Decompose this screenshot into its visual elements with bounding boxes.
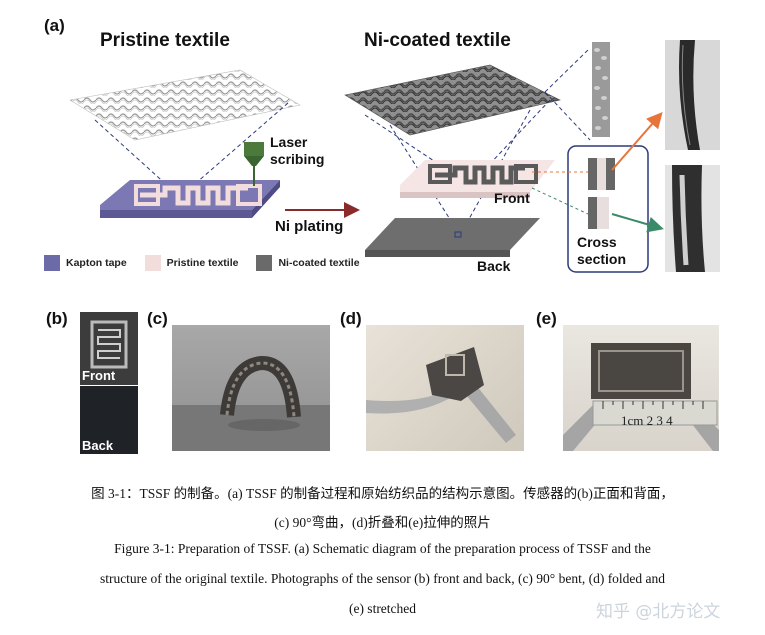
pristine-textile-mesh bbox=[69, 69, 301, 141]
ni-coated-textile-mesh bbox=[344, 64, 561, 136]
cross-label-line2: section bbox=[577, 251, 627, 267]
legend: Kapton tape Pristine textile Ni-coated t… bbox=[44, 255, 360, 271]
cross-section-slabs bbox=[588, 158, 615, 229]
legend-label-pristine: Pristine textile bbox=[166, 257, 239, 269]
ruler-numbers: 1cm 2 3 4 bbox=[621, 413, 673, 428]
panel-e-label: (e) bbox=[536, 309, 557, 328]
legend-swatch-ni bbox=[256, 255, 273, 271]
watermark: 知乎 @北方论文 bbox=[596, 602, 721, 622]
cross-label-line1: Cross bbox=[577, 234, 617, 250]
panel-b-label: (b) bbox=[46, 309, 68, 328]
front-label: Front bbox=[494, 190, 530, 206]
sem-image-top bbox=[665, 40, 720, 150]
laser-label-line2: scribing bbox=[270, 151, 325, 167]
legend-swatch-kapton bbox=[44, 255, 60, 271]
caption-cn-line2: (c) 90°弯曲，(d)折叠和(e)拉伸的照片 bbox=[274, 515, 491, 530]
photo-bent bbox=[172, 325, 330, 451]
photo-back bbox=[80, 386, 138, 454]
panel-c-label: (c) bbox=[147, 309, 168, 328]
panel-d-label: (d) bbox=[340, 309, 362, 328]
back-label: Back bbox=[477, 258, 511, 274]
fiber-strand bbox=[592, 42, 610, 137]
ni-plating-label: Ni plating bbox=[275, 218, 344, 235]
cross-section-label: Cross section bbox=[577, 234, 626, 268]
panel-a-label: (a) bbox=[44, 16, 65, 35]
caption-cn-line1: 图 3-1：TSSF 的制备。(a) TSSF 的制备过程和原始纺织品的结构示意… bbox=[91, 486, 674, 501]
legend-label-kapton: Kapton tape bbox=[66, 257, 127, 269]
photo-stretched: 1cm 2 3 4 bbox=[563, 325, 719, 451]
arrow-orange bbox=[611, 111, 663, 171]
laser-label-line1: Laser bbox=[270, 134, 308, 150]
title-ni-coated-textile: Ni-coated textile bbox=[364, 30, 511, 51]
photo-front-back: Front Back bbox=[80, 312, 138, 454]
legend-label-ni: Ni-coated textile bbox=[278, 257, 360, 269]
legend-swatch-pristine bbox=[144, 255, 161, 271]
cross-section-box bbox=[567, 145, 649, 273]
sem-image-bottom bbox=[665, 165, 720, 272]
photo-front-label: Front bbox=[82, 368, 116, 383]
photo-folded bbox=[366, 325, 524, 451]
laser-scribing-label: Laser scribing bbox=[270, 134, 324, 168]
schematic-illustration bbox=[69, 40, 720, 273]
caption-en-line1: Figure 3-1: Preparation of TSSF. (a) Sch… bbox=[114, 541, 651, 556]
title-pristine-textile: Pristine textile bbox=[100, 30, 230, 51]
back-sample bbox=[365, 218, 540, 257]
caption-en-line3: (e) stretched bbox=[348, 601, 417, 616]
photo-front bbox=[80, 312, 138, 385]
kapton-tape-sample bbox=[100, 180, 280, 218]
laser-head-icon bbox=[244, 142, 264, 186]
photo-back-label: Back bbox=[82, 438, 114, 453]
front-sample bbox=[400, 160, 555, 198]
caption-en-line2: structure of the original textile. Photo… bbox=[99, 571, 666, 586]
arrow-green bbox=[611, 213, 664, 233]
